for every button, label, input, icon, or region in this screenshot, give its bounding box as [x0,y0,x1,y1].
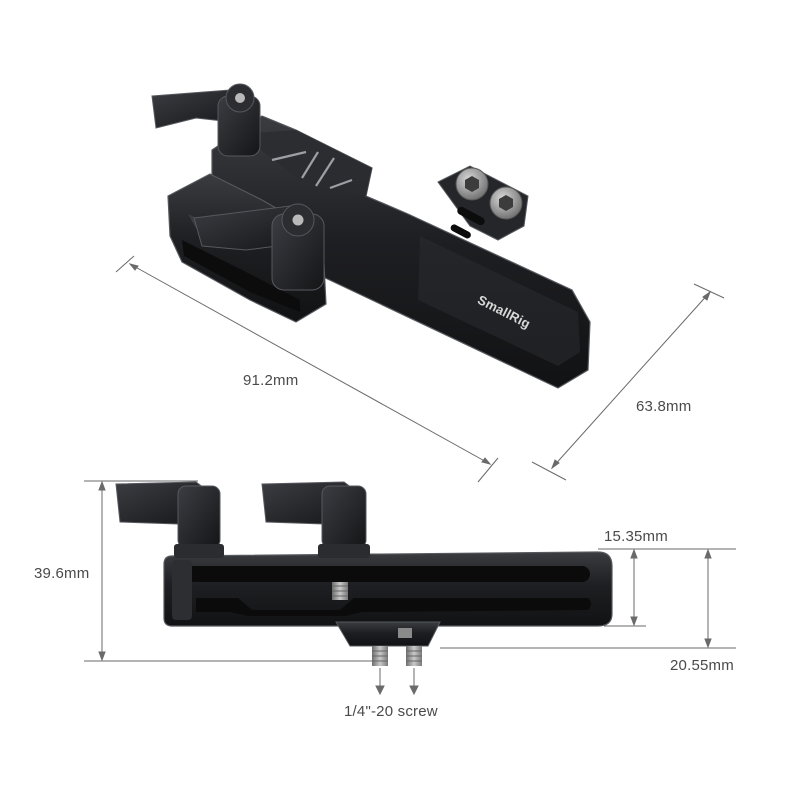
dim-label-height: 39.6mm [34,565,90,582]
top-knob-upper [151,83,261,157]
dim-label-width: 63.8mm [636,398,692,415]
dim-label-screw: 1/4"-20 screw [344,703,438,720]
side-knob-right [261,481,370,558]
dimension-lines [84,255,736,696]
side-bottom-screw-2 [406,646,422,666]
engraved-mark [271,150,353,190]
dim-label-length: 91.2mm [243,372,299,389]
dim-line-height [84,480,372,662]
dim-label-rail-height: 15.35mm [604,528,668,545]
side-view-bracket [115,481,613,666]
side-knob-left [115,481,224,558]
hex-bolt-2 [489,186,523,220]
side-bottom-screw-1 [372,646,388,666]
side-main-body [163,551,613,627]
side-thread-screw [332,582,348,600]
top-view-bracket [151,83,591,389]
dim-arrow-screw-2 [409,668,419,696]
dim-label-mount-height: 20.55mm [670,657,734,674]
dim-line-rail-height [598,548,736,627]
dim-arrow-screw-1 [375,668,385,696]
dim-line-length [115,255,499,483]
top-knob-lower [193,203,325,291]
dim-line-mount-height [440,548,736,649]
hex-bolt-1 [455,167,489,201]
main-arm [211,115,591,389]
dim-line-width [531,283,725,481]
side-mount-block [335,621,441,647]
